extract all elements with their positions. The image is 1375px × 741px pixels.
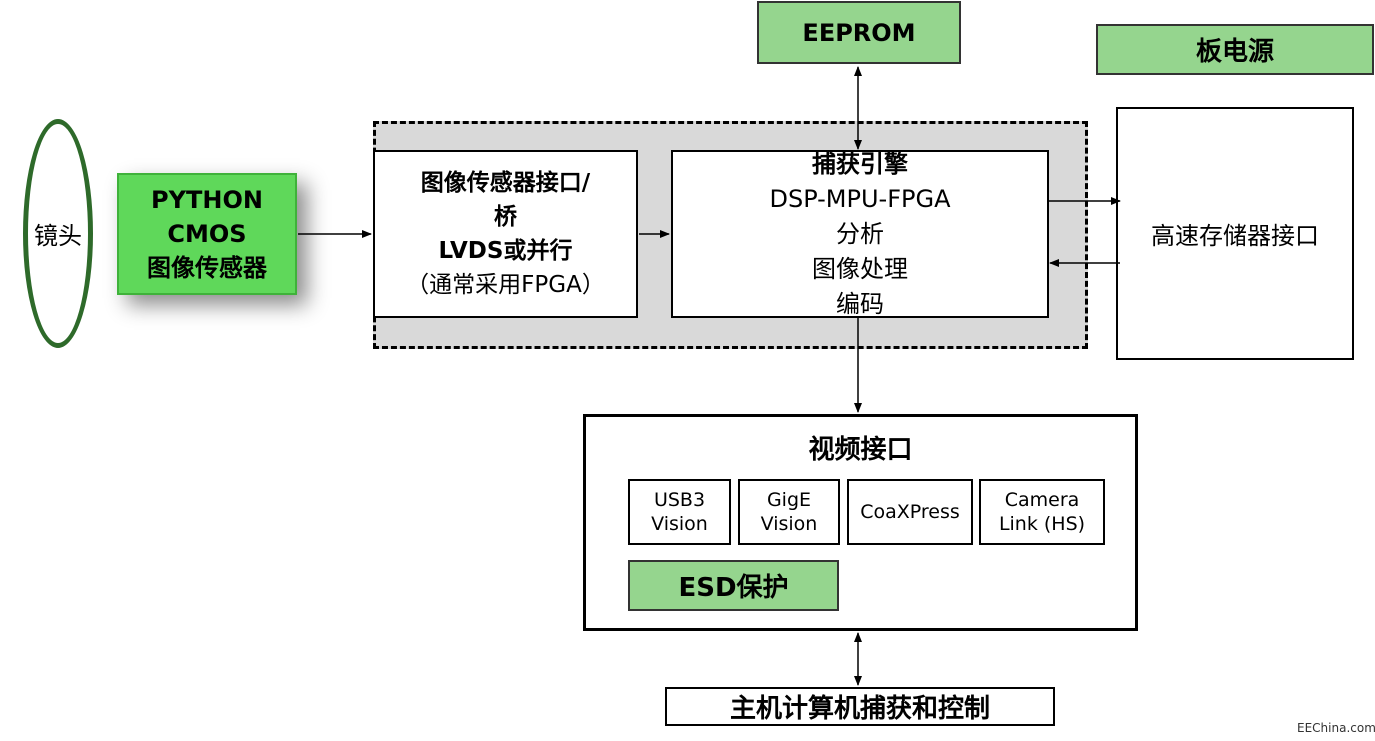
interface-camera-link: Camera Link (HS) [979, 479, 1105, 545]
watermark: EEChina.com [1297, 721, 1375, 735]
video-interface-title: 视频接口 [808, 435, 913, 465]
sensor-line-1: PYTHON [151, 186, 263, 214]
eeprom-box: EEPROM [757, 1, 961, 64]
storage-label: 高速存储器接口 [1151, 222, 1319, 250]
interface-cameralink-line-1: Camera [1004, 489, 1080, 511]
bridge-line-4: （通常采用FPGA） [406, 272, 605, 298]
engine-line-5: 编码 [836, 289, 884, 318]
sensor-line-3: 图像传感器 [147, 254, 267, 282]
eeprom-label: EEPROM [802, 18, 916, 47]
power-label: 板电源 [1195, 37, 1274, 67]
interface-usb3-line-2: Vision [651, 513, 708, 535]
interface-usb3-line-1: USB3 [653, 489, 706, 511]
capture-engine-box: 捕获引擎 DSP-MPU-FPGA 分析 图像处理 编码 [671, 150, 1049, 318]
engine-line-4: 图像处理 [812, 254, 908, 283]
engine-line-1: 捕获引擎 [812, 149, 908, 178]
interface-gige-line-2: Vision [760, 513, 818, 535]
interface-coaxpress: CoaXPress [847, 479, 973, 545]
host-label: 主机计算机捕获和控制 [729, 694, 990, 724]
engine-line-2: DSP-MPU-FPGA [769, 184, 951, 213]
interface-gige-line-1: GigE [766, 489, 812, 511]
storage-interface-box: 高速存储器接口 [1116, 107, 1354, 360]
interface-coaxpress-line-1: CoaXPress [860, 501, 960, 523]
bridge-line-1: 图像传感器接口/ [420, 170, 591, 196]
interface-usb3-vision: USB3 Vision [628, 479, 731, 545]
esd-protection-box: ESD保护 [628, 560, 839, 611]
engine-line-3: 分析 [836, 219, 884, 248]
esd-label: ESD保护 [678, 573, 789, 603]
bridge-box: 图像传感器接口/ 桥 LVDS或并行 （通常采用FPGA） [373, 150, 638, 318]
bridge-line-2: 桥 [494, 204, 517, 230]
sensor-box: PYTHON CMOS 图像传感器 [117, 173, 297, 295]
lens-label: 镜头 [34, 222, 82, 250]
lens-ellipse: 镜头 [23, 119, 93, 348]
interface-gige-vision: GigE Vision [738, 479, 840, 545]
host-capture-control-box: 主机计算机捕获和控制 [665, 687, 1055, 726]
bridge-line-3: LVDS或并行 [438, 238, 573, 264]
sensor-line-2: CMOS [167, 220, 247, 248]
board-power-box: 板电源 [1096, 24, 1374, 75]
interface-cameralink-line-2: Link (HS) [998, 513, 1086, 535]
